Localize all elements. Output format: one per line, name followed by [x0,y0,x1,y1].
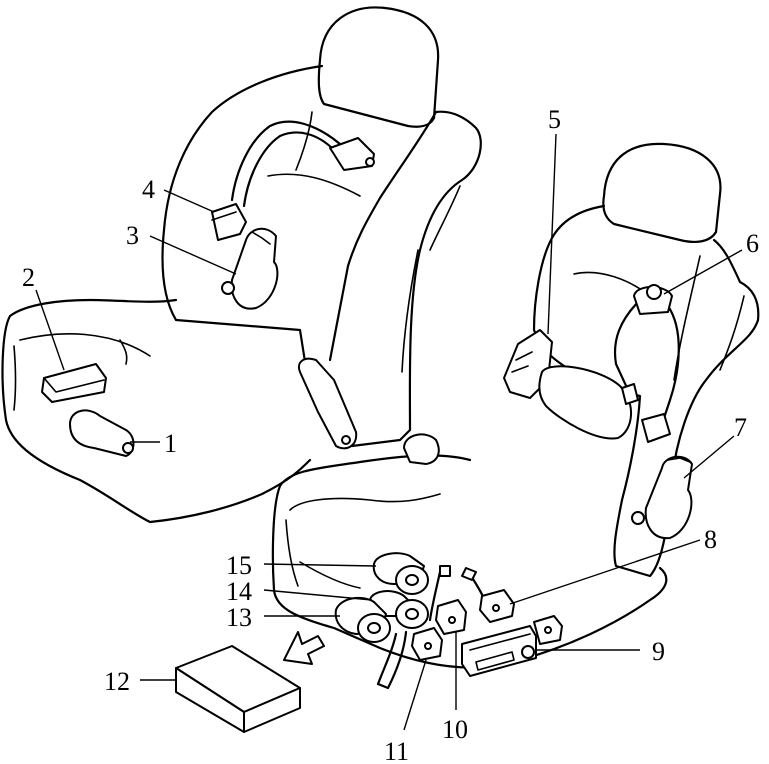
part-3-retractor [230,227,279,310]
left-belt-cable-inner [242,131,336,208]
right-seat-back [532,204,760,578]
left-back-lower-line [401,249,419,373]
direction-arrow [283,631,325,665]
leader-11 [403,659,427,731]
leader-4 [163,189,215,213]
right-buckle-stalk [403,433,440,465]
left-seat [1,6,482,524]
part-1-buckle-switch [69,409,135,457]
left-anchor-bolt [365,157,375,167]
callout-12: 12 [104,667,130,696]
callout-4: 4 [142,175,155,204]
callout-7: 7 [734,413,747,442]
callout-6: 6 [746,229,759,258]
leader-2 [35,289,65,371]
left-belt-cable [230,120,342,202]
part-2-top-edge [43,377,105,393]
part-4-sensor-edge [211,211,237,221]
leader-8 [509,539,701,605]
part-13-motor-shaft [367,622,381,634]
callout-8: 8 [704,525,717,554]
callout-10: 10 [442,715,468,744]
part-12-box-side [243,687,301,733]
part-9-module-detail [469,633,531,671]
part-5-airbag-cushion [538,365,633,440]
callout-2: 2 [22,263,35,292]
part-1-switch-end [122,442,134,454]
part-4-sensor [211,203,247,241]
left-headrest [317,6,440,128]
right-seat [271,142,760,669]
part-6-anchor-bolt [646,284,662,300]
under-seat-components [175,552,563,733]
right-back-side-line [673,255,701,381]
part-7-retractor-top [667,457,691,463]
left-cushion-fold [119,339,128,365]
leader-5 [547,133,557,335]
part-3-retractor-top [251,231,271,245]
callout-13: 13 [226,603,252,632]
connector-small-a [439,565,451,577]
part-9-module [461,625,537,677]
leader-3 [149,235,237,275]
callout-numbers: 1 2 3 4 5 6 7 8 9 10 11 12 13 14 15 [22,105,759,764]
left-seatbelt-buckle [298,357,358,450]
callout-1: 1 [164,429,177,458]
part-6-belt [614,298,642,392]
right-cushion-fold [285,519,299,587]
connector-small-b [461,567,477,581]
left-back-side-line [429,185,461,251]
part-9-side-pin [544,626,552,634]
right-headrest [602,142,722,243]
left-back-bolster [328,110,438,362]
leader-14 [263,589,373,601]
part-15-motor-shaft [405,574,419,586]
part-14-motor-shaft [405,608,419,620]
part-6-belt-strap [658,304,680,432]
callout-14: 14 [226,577,252,606]
part-5-airbag-detail [511,351,533,373]
right-seat-cushion [271,454,668,669]
left-back-crease [267,173,361,197]
part-10-pin [448,616,456,624]
part-8-pin [492,604,500,612]
callout-3: 3 [126,221,139,250]
callout-5: 5 [548,105,561,134]
right-cushion-crease [289,493,441,511]
left-cushion-crease [19,333,151,357]
part-2-control-unit [41,363,107,403]
left-back-seam [295,111,313,171]
left-seat-back [161,64,482,448]
leader-lines [35,133,743,731]
callout-15: 15 [226,551,252,580]
callout-9: 9 [652,637,665,666]
part-7-retractor [644,455,693,540]
part-6-buckle-tongue [641,413,671,443]
callout-11: 11 [384,737,409,764]
wiring-harness [376,630,408,690]
leader-6 [663,249,743,295]
left-seat-cushion [1,298,312,524]
left-buckle-bolt [341,435,351,445]
part-6-lower-clip [621,383,639,405]
part-7-retractor-hub [631,511,645,525]
leader-15 [263,563,377,567]
part-9-module-terminal [521,645,535,659]
part-3-retractor-hub [221,281,235,295]
right-back-outer-line [719,295,745,371]
left-cushion-front-edge [13,345,17,411]
part-11-pin [424,642,432,650]
leader-7 [683,435,735,479]
